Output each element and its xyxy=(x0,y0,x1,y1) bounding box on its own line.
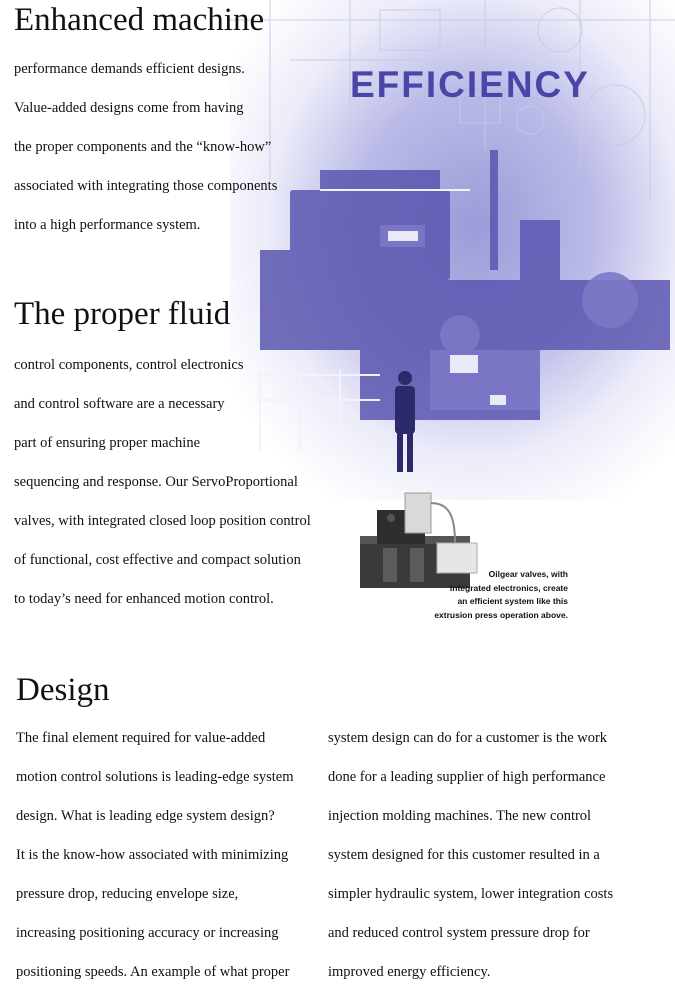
caption-line: integrated electronics, create xyxy=(449,582,568,593)
text-line: system design can do for a customer is t… xyxy=(328,730,608,746)
text-line: simpler hydraulic system, lower integrat… xyxy=(328,886,614,902)
text-line: It is the know-how associated with minim… xyxy=(16,847,289,863)
section2-paragraph: control components, control electronics … xyxy=(14,356,311,629)
text-line: done for a leading supplier of high perf… xyxy=(328,769,606,785)
caption-line: an efficient system like this xyxy=(457,596,568,606)
valve-image xyxy=(360,492,478,588)
extrusion-press-illustration xyxy=(230,0,675,472)
text-line: into a high performance system. xyxy=(14,217,201,233)
section1-paragraph: performance demands efficient designs. V… xyxy=(14,60,277,255)
text-line: of functional, cost effective and compac… xyxy=(14,552,301,568)
design-column-right: system design can do for a customer is t… xyxy=(328,729,613,1002)
heading-proper-fluid: The proper fluid xyxy=(14,296,231,332)
text-line: to today’s need for enhanced motion cont… xyxy=(14,591,274,607)
text-line: system designed for this customer result… xyxy=(328,847,600,863)
heading-enhanced-machine: Enhanced machine xyxy=(14,2,265,38)
design-column-left: The final element required for value-add… xyxy=(16,729,293,1002)
text-line: sequencing and response. Our ServoPropor… xyxy=(14,474,298,490)
text-line: control components, control electronics xyxy=(14,357,244,373)
text-line: increasing positioning accuracy or incre… xyxy=(16,925,279,941)
hero-image xyxy=(230,0,675,500)
text-line: Value-added designs come from having xyxy=(14,100,244,116)
text-line: valves, with integrated closed loop posi… xyxy=(14,513,311,529)
text-line: motion control solutions is leading-edge… xyxy=(16,769,294,785)
text-line: the proper components and the “know-how” xyxy=(14,139,272,155)
caption-line: Oilgear valves, with xyxy=(488,569,568,579)
heading-design: Design xyxy=(16,672,110,708)
text-line: associated with integrating those compon… xyxy=(14,178,278,194)
text-line: design. What is leading edge system desi… xyxy=(16,808,275,824)
text-line: and reduced control system pressure drop… xyxy=(328,925,590,941)
text-line: pressure drop, reducing envelope size, xyxy=(16,886,239,902)
efficiency-title: EFFICIENCY xyxy=(350,64,590,105)
text-line: injection molding machines. The new cont… xyxy=(328,808,592,824)
caption-line: extrusion press operation above. xyxy=(434,609,568,620)
text-line: part of ensuring proper machine xyxy=(14,435,201,451)
text-line: performance demands efficient designs. xyxy=(14,61,245,77)
text-line: improved energy efficiency. xyxy=(328,964,491,980)
text-line: positioning speeds. An example of what p… xyxy=(16,964,290,980)
text-line: and control software are a necessary xyxy=(14,396,225,412)
text-line: The final element required for value-add… xyxy=(16,730,266,746)
valve-caption: Oilgear valves, with integrated electron… xyxy=(418,568,568,622)
